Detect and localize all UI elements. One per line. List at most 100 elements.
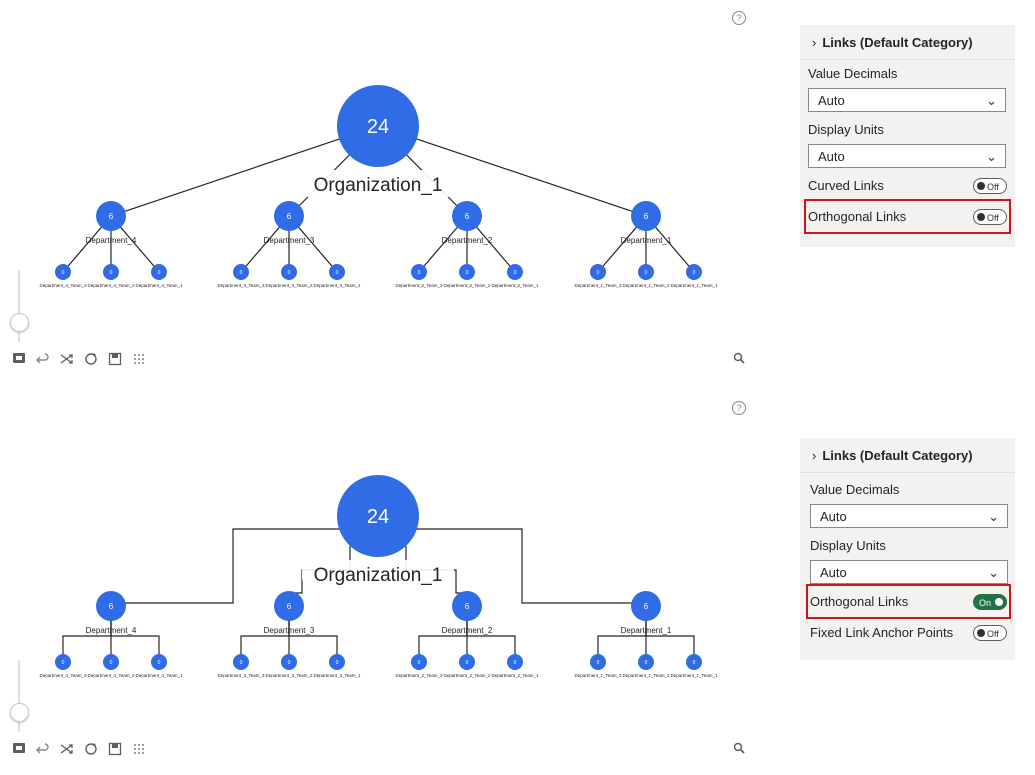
chevron-down-icon: ⌄ xyxy=(986,149,997,164)
toggle-state: Off xyxy=(987,181,999,192)
root-node[interactable] xyxy=(337,85,419,167)
curved-links-row: Curved Links Off xyxy=(808,170,1007,201)
department-node[interactable] xyxy=(452,201,482,231)
team-node[interactable] xyxy=(459,654,475,670)
team-node[interactable] xyxy=(686,654,702,670)
value-decimals-selected: Auto xyxy=(818,93,845,108)
root-label-bg xyxy=(302,170,454,198)
root-node-value: 24 xyxy=(367,506,389,528)
team-node-label: Department_4_Team_1 xyxy=(135,283,183,288)
shuffle-icon[interactable] xyxy=(60,352,74,366)
help-icon[interactable]: ? xyxy=(732,401,746,415)
team-node[interactable] xyxy=(55,264,71,280)
team-node[interactable] xyxy=(281,654,297,670)
team-node[interactable] xyxy=(103,264,119,280)
zoom-slider-track[interactable] xyxy=(18,660,20,732)
org-tree-top[interactable]: 24Organization_16Department_40Department… xyxy=(0,0,760,330)
link-line xyxy=(110,125,379,217)
display-units-dropdown[interactable]: Auto ⌄ xyxy=(810,560,1008,584)
grid-icon[interactable] xyxy=(132,352,146,366)
team-node-label: Department_2_Team_3 xyxy=(395,283,443,288)
department-node[interactable] xyxy=(631,591,661,621)
team-node-value: 0 xyxy=(418,660,421,666)
undo-icon[interactable] xyxy=(36,742,50,756)
fit-view-icon[interactable] xyxy=(12,742,26,756)
department-node[interactable] xyxy=(96,201,126,231)
help-icon[interactable]: ? xyxy=(732,11,746,25)
search-icon[interactable] xyxy=(733,742,745,757)
save-icon[interactable] xyxy=(108,352,122,366)
canvas-toolbar xyxy=(12,742,146,756)
fit-view-icon[interactable] xyxy=(12,352,26,366)
fixed-anchor-toggle[interactable]: Off xyxy=(973,624,1007,641)
team-node[interactable] xyxy=(459,264,475,280)
refresh-icon[interactable] xyxy=(84,352,98,366)
team-node-label: Department_1_Team_3 xyxy=(574,673,622,678)
orthogonal-links-toggle[interactable]: Off xyxy=(973,208,1007,225)
links-category-header[interactable]: › Links (Default Category) xyxy=(800,25,1015,60)
team-node[interactable] xyxy=(151,264,167,280)
team-node-label: Department_2_Team_2 xyxy=(443,283,491,288)
team-node[interactable] xyxy=(411,654,427,670)
team-node[interactable] xyxy=(638,264,654,280)
chevron-right-icon: › xyxy=(812,34,817,50)
team-node-label: Department_2_Team_2 xyxy=(443,673,491,678)
team-node-value: 0 xyxy=(240,660,243,666)
save-icon[interactable] xyxy=(108,742,122,756)
value-decimals-dropdown[interactable]: Auto ⌄ xyxy=(810,504,1008,528)
team-node[interactable] xyxy=(411,264,427,280)
link-line xyxy=(111,528,348,604)
team-node[interactable] xyxy=(329,654,345,670)
team-node[interactable] xyxy=(281,264,297,280)
department-node[interactable] xyxy=(274,591,304,621)
team-node[interactable] xyxy=(590,654,606,670)
toggle-knob xyxy=(995,597,1003,606)
orthogonal-links-toggle[interactable]: On xyxy=(973,593,1007,610)
team-node-value: 0 xyxy=(288,270,291,276)
team-node-value: 0 xyxy=(466,270,469,276)
team-node[interactable] xyxy=(103,654,119,670)
refresh-icon[interactable] xyxy=(84,742,98,756)
zoom-slider-track[interactable] xyxy=(18,270,20,342)
links-category-header[interactable]: › Links (Default Category) xyxy=(800,438,1015,473)
grid-icon[interactable] xyxy=(132,742,146,756)
team-node[interactable] xyxy=(233,654,249,670)
undo-icon[interactable] xyxy=(36,352,50,366)
curved-links-toggle[interactable]: Off xyxy=(973,177,1007,194)
team-node-label: Department_3_Team_1 xyxy=(313,673,361,678)
department-node[interactable] xyxy=(96,591,126,621)
team-node[interactable] xyxy=(151,654,167,670)
team-node-label: Department_2_Team_3 xyxy=(395,673,443,678)
team-node[interactable] xyxy=(233,264,249,280)
team-node-label: Department_3_Team_1 xyxy=(313,283,361,288)
team-node[interactable] xyxy=(55,654,71,670)
team-node-value: 0 xyxy=(158,270,161,276)
team-node[interactable] xyxy=(507,654,523,670)
toggle-knob xyxy=(977,628,985,637)
chevron-right-icon: › xyxy=(812,447,817,463)
department-node[interactable] xyxy=(274,201,304,231)
zoom-slider-thumb[interactable] xyxy=(10,313,29,332)
value-decimals-label: Value Decimals xyxy=(810,482,900,497)
value-decimals-dropdown[interactable]: Auto ⌄ xyxy=(808,88,1006,112)
format-pane-bottom: › Links (Default Category) Value Decimal… xyxy=(800,438,1015,660)
team-node-label: Department_1_Team_2 xyxy=(622,283,670,288)
search-icon[interactable] xyxy=(733,352,745,367)
org-tree-bottom[interactable]: 24Organization_16Department_40Department… xyxy=(0,390,760,720)
shuffle-icon[interactable] xyxy=(60,742,74,756)
department-node[interactable] xyxy=(631,201,661,231)
team-node[interactable] xyxy=(507,264,523,280)
display-units-dropdown[interactable]: Auto ⌄ xyxy=(808,144,1006,168)
root-node[interactable] xyxy=(337,475,419,557)
value-decimals-selected: Auto xyxy=(820,509,847,524)
team-node[interactable] xyxy=(590,264,606,280)
team-node[interactable] xyxy=(329,264,345,280)
department-node[interactable] xyxy=(452,591,482,621)
team-node[interactable] xyxy=(686,264,702,280)
team-node[interactable] xyxy=(638,654,654,670)
zoom-slider-thumb[interactable] xyxy=(10,703,29,722)
team-node-value: 0 xyxy=(466,660,469,666)
